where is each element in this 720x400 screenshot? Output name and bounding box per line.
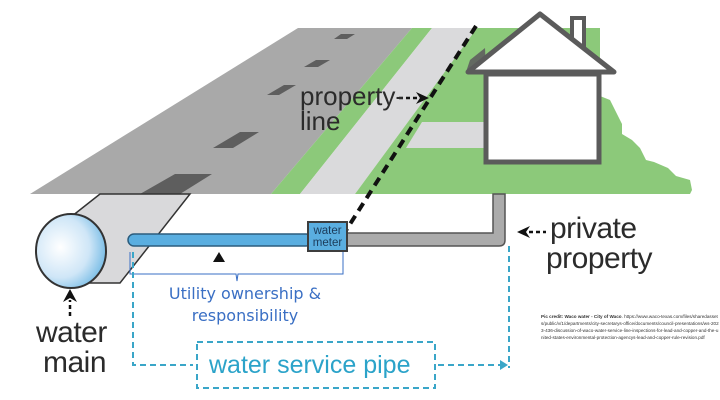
private-property-arrow-head xyxy=(517,226,530,238)
road xyxy=(30,28,412,194)
water-main-label-2: main xyxy=(43,346,107,379)
bushes xyxy=(600,96,692,194)
water-meter-label-1: water xyxy=(313,225,342,237)
property-line-label-2: line xyxy=(300,106,341,136)
property-line xyxy=(343,24,478,234)
water-meter-label[interactable]: water meter xyxy=(308,225,347,249)
water-main-arrow-head xyxy=(63,289,77,302)
service-pipe-bracket xyxy=(132,252,193,366)
service-pipe-label-box xyxy=(196,341,436,389)
utility-ownership-label-2: responsibility xyxy=(191,305,299,325)
water-meter-label-2: meter xyxy=(312,237,343,250)
utility-ownership-label-1: Utility ownership & xyxy=(168,284,322,303)
house xyxy=(465,11,617,165)
water-meter-box[interactable] xyxy=(307,221,348,252)
private-property-label-2: property xyxy=(546,242,653,275)
sidewalk xyxy=(300,28,477,194)
utility-service-pipe xyxy=(127,233,313,247)
ownership-bracket xyxy=(129,252,344,282)
picture-credit-source: Pic credit: Waco water - City of Waco xyxy=(541,314,622,319)
private-property-label-1: private xyxy=(550,212,637,245)
property-line-arrow-head xyxy=(416,92,429,104)
road-center-dashes xyxy=(140,34,355,194)
private-service-pipe xyxy=(345,193,506,247)
service-arrow-head xyxy=(500,360,508,370)
water-service-pipe-label: water service pipe xyxy=(209,351,411,379)
midpoint-marker xyxy=(213,252,225,262)
picture-credit-url[interactable]: . https://www.waco-texas.com/files/share… xyxy=(541,314,719,340)
grass-strip xyxy=(271,28,432,194)
picture-credit: Pic credit: Waco water - City of Waco. h… xyxy=(541,314,719,342)
water-main-opening xyxy=(35,213,107,289)
property-line-label-1: property- xyxy=(300,81,405,111)
utility-ownership-label: Utility ownership & responsibility xyxy=(150,283,340,326)
water-main-label-1: water xyxy=(36,316,107,349)
